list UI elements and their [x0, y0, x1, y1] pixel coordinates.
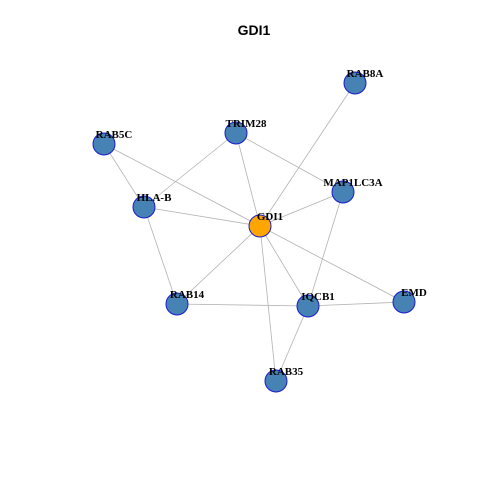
node-label-trim28: TRIM28 — [226, 118, 267, 130]
node-trim28 — [224, 121, 248, 145]
node-label-gdi1: GDI1 — [257, 211, 283, 223]
node-rab8a — [343, 71, 367, 95]
graph-title: GDI1 — [238, 22, 271, 38]
edge-iqcb1-emd — [307, 301, 405, 307]
edge-gdi1-rab35 — [259, 225, 277, 382]
edge-trim28-hla-b — [143, 132, 237, 208]
edge-iqcb1-rab35 — [275, 305, 309, 382]
edge-gdi1-hla-b — [143, 206, 261, 227]
node-label-rab8a: RAB8A — [347, 68, 384, 80]
edge-trim28-map1lc3a — [235, 132, 344, 193]
edge-gdi1-emd — [259, 225, 405, 303]
edge-gdi1-rab14 — [176, 225, 261, 305]
node-gdi1 — [248, 214, 272, 238]
node-emd — [392, 290, 416, 314]
edge-hla-b-rab14 — [143, 206, 178, 305]
edge-gdi1-trim28 — [235, 132, 261, 227]
edge-gdi1-iqcb1 — [259, 225, 309, 307]
node-rab35 — [264, 369, 288, 393]
node-label-emd: EMD — [401, 287, 427, 299]
edge-gdi1-rab8a — [259, 82, 356, 227]
node-iqcb1 — [296, 294, 320, 318]
node-label-map1lc3a: MAP1LC3A — [323, 177, 382, 189]
node-layer — [92, 71, 416, 393]
node-label-rab5c: RAB5C — [96, 129, 133, 141]
edge-rab5c-hla-b — [103, 143, 145, 208]
node-label-rab35: RAB35 — [269, 366, 304, 378]
node-rab5c — [92, 132, 116, 156]
edge-layer — [103, 82, 405, 382]
edge-gdi1-map1lc3a — [259, 191, 344, 227]
node-hla-b — [132, 195, 156, 219]
node-label-rab14: RAB14 — [170, 289, 205, 301]
node-map1lc3a — [331, 180, 355, 204]
node-label-iqcb1: IQCB1 — [301, 291, 335, 303]
node-rab14 — [165, 292, 189, 316]
edge-rab14-iqcb1 — [176, 303, 309, 307]
node-label-hla-b: HLA-B — [137, 192, 173, 204]
edge-iqcb1-map1lc3a — [307, 191, 344, 307]
edge-gdi1-rab5c — [103, 143, 261, 227]
